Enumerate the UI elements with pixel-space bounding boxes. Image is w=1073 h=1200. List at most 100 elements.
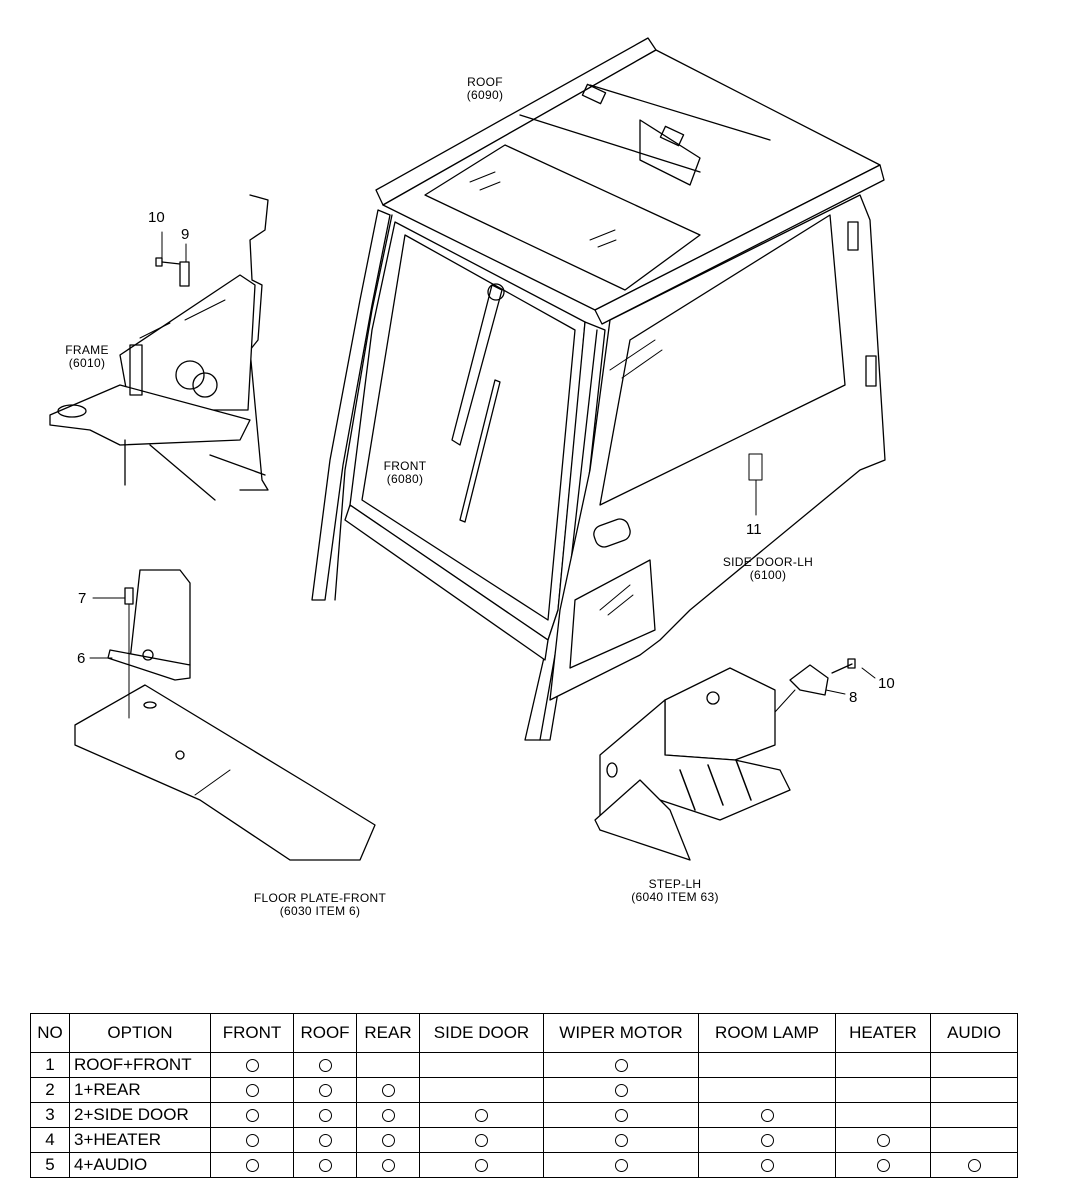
row-option: ROOF+FRONT [69,1052,211,1078]
option-cell [419,1052,544,1078]
step-assembly [594,658,876,861]
included-mark-icon [245,1109,259,1123]
included-mark-icon [614,1059,628,1073]
included-mark-icon [318,1109,332,1123]
option-cell [698,1152,836,1178]
option-cell [543,1127,699,1153]
side-door-label-name: SIDE DOOR-LH [722,555,814,569]
option-cell [293,1152,357,1178]
front-label: FRONT (6080) [370,460,440,486]
option-cell [419,1127,544,1153]
option-cell [356,1127,420,1153]
included-mark-icon [760,1134,774,1148]
option-cell [356,1077,420,1103]
callout-11-label: 11 [746,521,762,538]
included-mark-icon [245,1159,259,1173]
option-cell [543,1102,699,1128]
header-rear: REAR [356,1013,420,1053]
option-cell [543,1152,699,1178]
callout-7-bolt: 7 [78,590,87,607]
option-cell [293,1102,357,1128]
row-no: 4 [30,1127,70,1153]
callout-9-bracket: 9 [181,226,190,243]
included-mark-icon [381,1109,395,1123]
roof-label: ROOF (6090) [450,76,520,102]
option-cell [356,1102,420,1128]
row-no: 1 [30,1052,70,1078]
included-mark-icon [760,1109,774,1123]
roof-label-code: (6090) [466,88,504,102]
included-mark-icon [614,1109,628,1123]
header-side-door: SIDE DOOR [419,1013,544,1053]
floor-plate-label-code: (6030 ITEM 6) [279,904,361,918]
header-roof: ROOF [293,1013,357,1053]
header-room-lamp: ROOM LAMP [698,1013,836,1053]
row-option: 1+REAR [69,1077,211,1103]
option-cell [543,1077,699,1103]
option-cell [835,1127,931,1153]
row-option: 4+AUDIO [69,1152,211,1178]
step-label: STEP-LH (6040 ITEM 63) [615,878,735,904]
header-no: NO [30,1013,70,1053]
table-header-row: NO OPTION FRONT ROOF REAR SIDE DOOR WIPE… [30,1013,1018,1053]
option-cell [210,1127,294,1153]
included-mark-icon [381,1084,395,1098]
wiper [451,283,505,523]
front-label-code: (6080) [386,472,424,486]
option-cell [930,1077,1018,1103]
callout-8-step-bracket: 8 [849,689,858,706]
option-cell [419,1102,544,1128]
option-cell [356,1052,420,1078]
option-cell [356,1152,420,1178]
included-mark-icon [381,1159,395,1173]
included-mark-icon [318,1134,332,1148]
included-mark-icon [475,1159,488,1173]
option-cell [293,1077,357,1103]
options-table: NO OPTION FRONT ROOF REAR SIDE DOOR WIPE… [30,1013,1018,1178]
front-label-name: FRONT [383,459,427,473]
included-mark-icon [760,1159,774,1173]
included-mark-icon [475,1134,488,1148]
roof-label-name: ROOF [467,75,503,89]
option-cell [835,1152,931,1178]
included-mark-icon [614,1159,628,1173]
row-option: 2+SIDE DOOR [69,1102,211,1128]
included-mark-icon [381,1134,395,1148]
floor-plate-label: FLOOR PLATE-FRONT (6030 ITEM 6) [235,892,405,918]
floor-plate-label-name: FLOOR PLATE-FRONT [253,891,387,905]
included-mark-icon [245,1134,259,1148]
included-mark-icon [876,1134,890,1148]
option-cell [930,1127,1018,1153]
callout-10-step-bolt: 10 [878,675,895,692]
option-cell [293,1052,357,1078]
option-cell [835,1077,931,1103]
option-cell [930,1102,1018,1128]
option-cell [419,1152,544,1178]
option-cell [543,1052,699,1078]
included-mark-icon [318,1084,332,1098]
frame-label-code: (6010) [68,356,106,370]
included-mark-icon [245,1084,259,1098]
header-wiper-motor: WIPER MOTOR [543,1013,699,1053]
included-mark-icon [318,1159,332,1173]
included-mark-icon [876,1159,890,1173]
frame-label: FRAME (6010) [52,344,122,370]
parts-diagram [49,37,886,861]
included-mark-icon [614,1134,628,1148]
option-cell [293,1127,357,1153]
header-audio: AUDIO [930,1013,1018,1053]
option-cell [419,1077,544,1103]
header-front: FRONT [210,1013,294,1053]
side-door-label: SIDE DOOR-LH (6100) [708,556,828,582]
included-mark-icon [318,1059,332,1073]
roof-panel [375,37,885,325]
included-mark-icon [614,1084,628,1098]
option-cell [698,1077,836,1103]
row-no: 2 [30,1077,70,1103]
option-cell [210,1152,294,1178]
included-mark-icon [967,1159,981,1173]
